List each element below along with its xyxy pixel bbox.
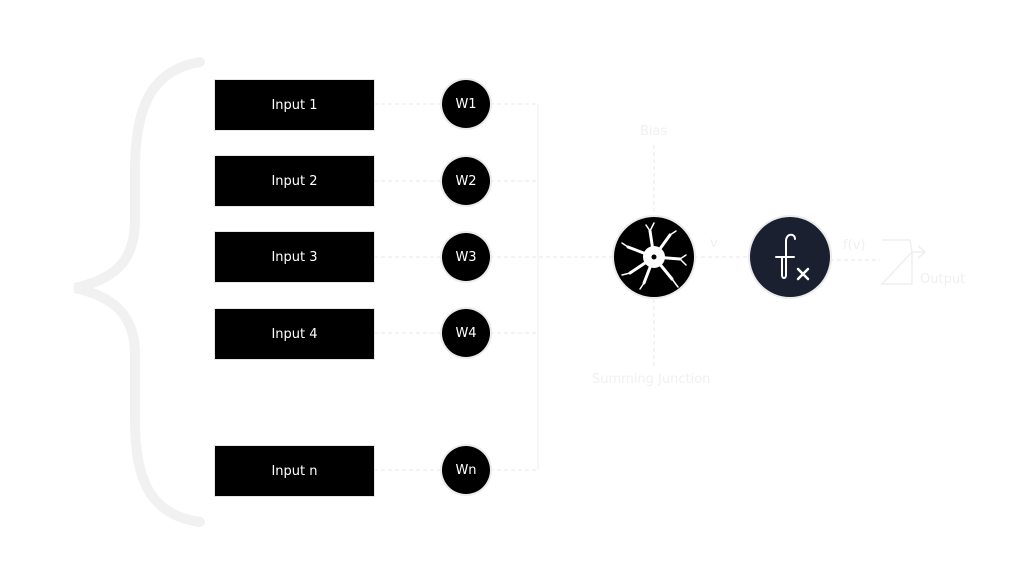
neuron-icon bbox=[621, 222, 687, 290]
input-box-3: Input 3 bbox=[215, 232, 374, 282]
weight-label: W1 bbox=[455, 96, 477, 112]
input-label: Input 1 bbox=[271, 97, 318, 113]
input-box-4: Input 4 bbox=[215, 309, 374, 359]
input-brace bbox=[73, 57, 205, 527]
bias-label: Bias bbox=[640, 124, 668, 139]
weight-node-1: W1 bbox=[442, 80, 490, 128]
activation-function-node bbox=[750, 217, 830, 297]
v-label: v bbox=[710, 236, 718, 251]
weight-node-3: W3 bbox=[442, 233, 490, 281]
function-icon bbox=[775, 233, 810, 281]
input-label: Input 3 bbox=[271, 249, 318, 265]
summing-junction-label: Summing Junction bbox=[592, 372, 711, 387]
input-box-n: Input n bbox=[215, 446, 374, 496]
input-box-2: Input 2 bbox=[215, 156, 374, 206]
weight-node-2: W2 bbox=[442, 157, 490, 205]
weight-label: W2 bbox=[455, 173, 477, 189]
input-label: Input 4 bbox=[271, 326, 318, 342]
fv-label: f(v) bbox=[843, 238, 866, 253]
input-label: Input n bbox=[271, 463, 318, 479]
weight-node-4: W4 bbox=[442, 309, 490, 357]
weight-label: Wn bbox=[455, 462, 477, 478]
input-box-1: Input 1 bbox=[215, 80, 374, 130]
weight-node-n: Wn bbox=[442, 446, 490, 494]
weight-label: W3 bbox=[455, 249, 477, 265]
weight-label: W4 bbox=[455, 325, 477, 341]
input-label: Input 2 bbox=[271, 173, 318, 189]
neuron-node bbox=[614, 217, 694, 297]
output-icon bbox=[880, 239, 927, 285]
output-label: Output bbox=[920, 272, 966, 287]
